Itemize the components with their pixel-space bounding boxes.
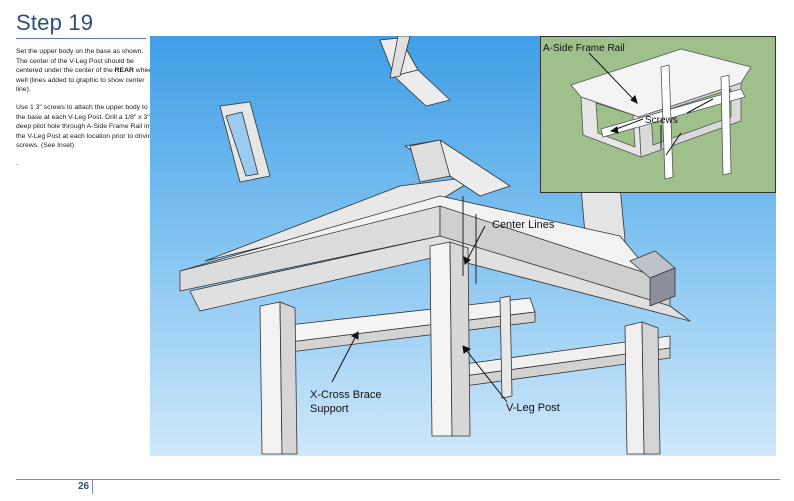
emphasis-rear: REAR [114,67,134,75]
inset-illustration: A-Side Frame Rail Screws [540,36,776,193]
callout-center-lines: Center Lines [492,219,555,231]
page-number-separator [92,480,93,494]
callout-screws: Screws [645,115,678,126]
page-title: Step 19 [16,10,94,35]
inset-frame-drawing [570,48,752,180]
footer-divider [16,479,780,480]
page-number: 26 [78,481,90,492]
callout-a-side-frame-rail: A-Side Frame Rail [543,43,625,54]
assembly-illustration [179,36,691,455]
instruction-paragraph-2: Use 1 3" screws to attach the upper body… [16,103,156,150]
callout-x-cross-brace-line2: Support [310,403,349,415]
callout-x-cross-brace-line1: X-Cross Brace [310,389,382,401]
callout-v-leg-post: V-Leg Post [506,402,560,414]
instruction-paragraph-1: Set the upper body on the base as shown.… [16,48,154,94]
instructions-text: Set the upper body on the base as shown.… [16,47,156,177]
instruction-paragraph-3: . [16,159,18,167]
title-divider [16,38,146,39]
